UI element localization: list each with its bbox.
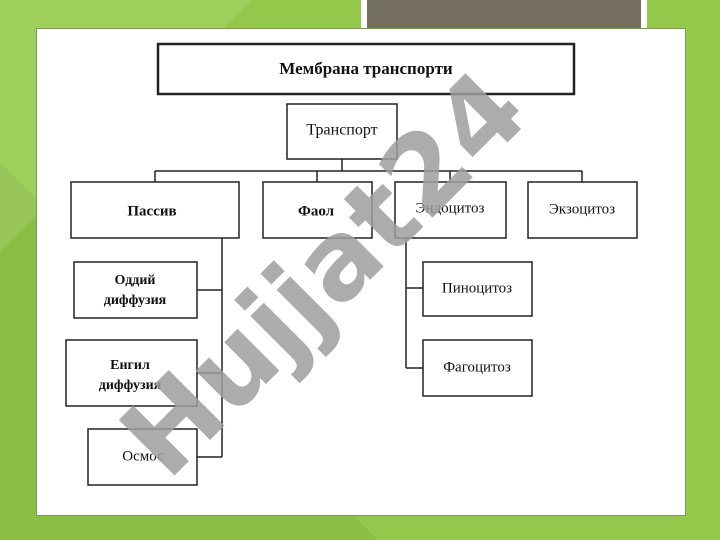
facilitated-diffusion-label-line2: диффузия (99, 378, 162, 393)
simple-diffusion-label-line2: диффузия (104, 293, 167, 308)
phagocytosis-label: Фагоцитоз (443, 359, 511, 375)
slide-header-fill (367, 0, 641, 28)
phagocytosis-box (422, 339, 533, 397)
osmosis-box (87, 428, 198, 486)
pinocytosis-label: Пиноцитоз (442, 280, 512, 296)
active-box (262, 181, 373, 239)
simple-diffusion-label-line1: Оддий (114, 273, 155, 288)
pinocytosis-box (422, 261, 533, 317)
exocytosis-label: Экзоцитоз (549, 201, 615, 217)
facilitated-diffusion-label-line1: Енгил (110, 358, 150, 373)
connector-lines (154, 159, 583, 458)
facilitated-diffusion-box (65, 339, 198, 407)
endocytosis-box (394, 181, 507, 239)
slide-header-bar (361, 0, 647, 30)
osmosis-label: Осмос (122, 448, 164, 464)
endocytosis-label: Эндоцитоз (416, 200, 485, 216)
passive-label: Пассив (127, 203, 176, 219)
diagram-title: Мембрана транспорти (279, 59, 453, 78)
active-label: Фаол (298, 203, 335, 219)
exocytosis-box (527, 181, 638, 239)
title-box (156, 42, 576, 96)
passive-box (70, 181, 240, 239)
root-label: Транспорт (306, 122, 377, 139)
root-box (286, 103, 398, 160)
simple-diffusion-box (73, 261, 198, 319)
